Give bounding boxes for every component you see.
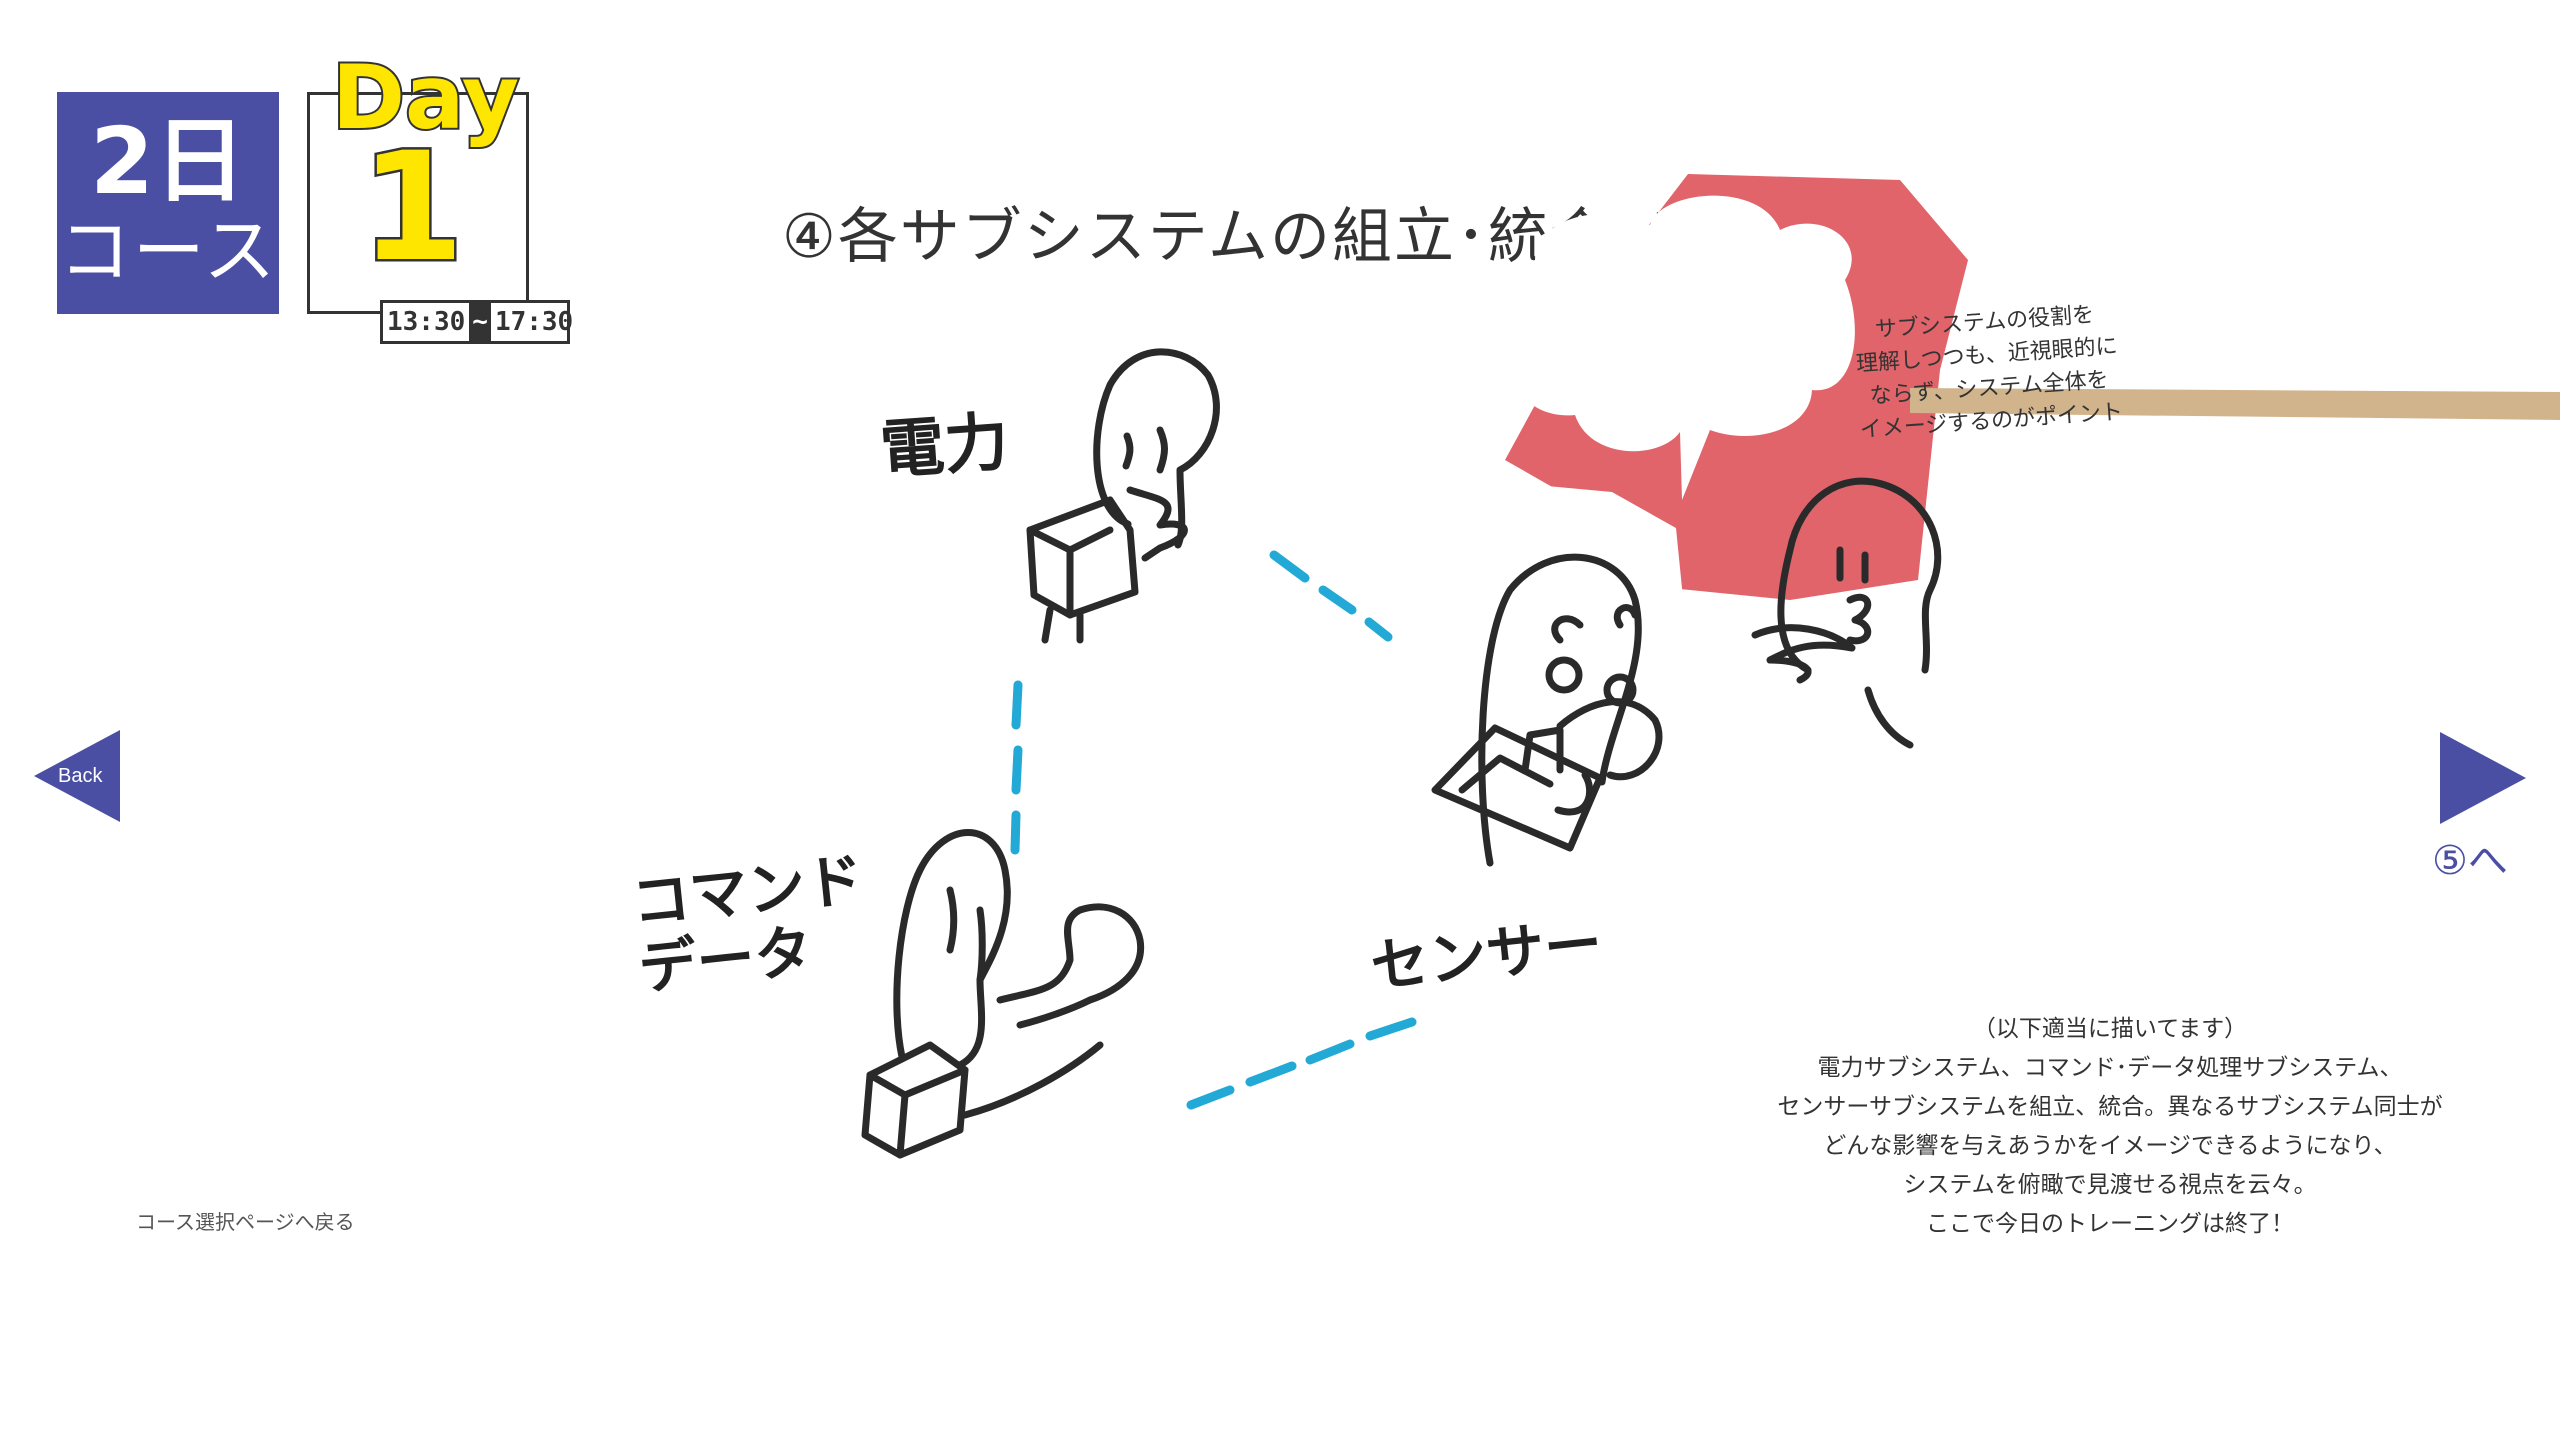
time-separator: ~ (469, 303, 491, 341)
next-button[interactable] (2440, 732, 2526, 824)
course-select-link[interactable]: コース選択ページへ戻る (136, 1210, 355, 1234)
mascot-character (1751, 477, 1942, 749)
time-range: 13:30 ~ 17:30 (380, 300, 573, 344)
command-character (861, 829, 1145, 1159)
power-character (1026, 348, 1220, 644)
time-end: 17:30 (494, 307, 574, 337)
description-line: （以下適当に描いてます） (1972, 1016, 2248, 1042)
description-line: センサーサブシステムを組立、統合。異なるサブシステム同士が (1777, 1094, 2443, 1120)
description-line: どんな影響を与えあうかをイメージできるようになり、 (1823, 1133, 2397, 1159)
next-label[interactable]: ⑤へ (2432, 838, 2508, 884)
connection-dashes (1010, 550, 1417, 1110)
course-unit: 日 (154, 108, 247, 215)
course-label: コース (58, 209, 278, 293)
day-word: Day (330, 46, 521, 149)
speech-bubble-text: サブシステムの役割を 理解しつつも、近視眼的に ならず、システム全体を イメージ… (1824, 295, 2152, 449)
day-card (307, 92, 529, 314)
speech-cloud (1501, 195, 1855, 500)
subsystem-illustration (710, 174, 2560, 1175)
day-number: 1 (357, 121, 466, 295)
description-line: ここで今日のトレーニングは終了！ (1926, 1211, 2294, 1237)
paper-command (710, 810, 1201, 1175)
paper-power (960, 342, 1244, 560)
time-start: 13:30 (387, 307, 466, 337)
back-arrow-icon (34, 730, 120, 822)
back-button[interactable] (34, 730, 120, 822)
sensor-character (1431, 553, 1663, 867)
paddle-stick (1910, 388, 2560, 420)
description-text: （以下適当に描いてます） 電力サブシステム、コマンド･データ処理サブシステム、 … (1760, 1010, 2460, 1244)
next-arrow-icon (2440, 732, 2526, 824)
back-label[interactable]: Back (58, 765, 103, 787)
description-line: 電力サブシステム、コマンド･データ処理サブシステム、 (1817, 1055, 2403, 1081)
label-command-data: コマンド データ (629, 845, 874, 1003)
description-line: システムを俯瞰で見渡せる視点を云々。 (1903, 1172, 2317, 1198)
course-number: 2 (89, 108, 154, 215)
paper-dash-bottom (1163, 998, 1432, 1125)
course-badge: 2 日 コース (57, 92, 279, 314)
label-power: 電力 (877, 405, 1011, 489)
